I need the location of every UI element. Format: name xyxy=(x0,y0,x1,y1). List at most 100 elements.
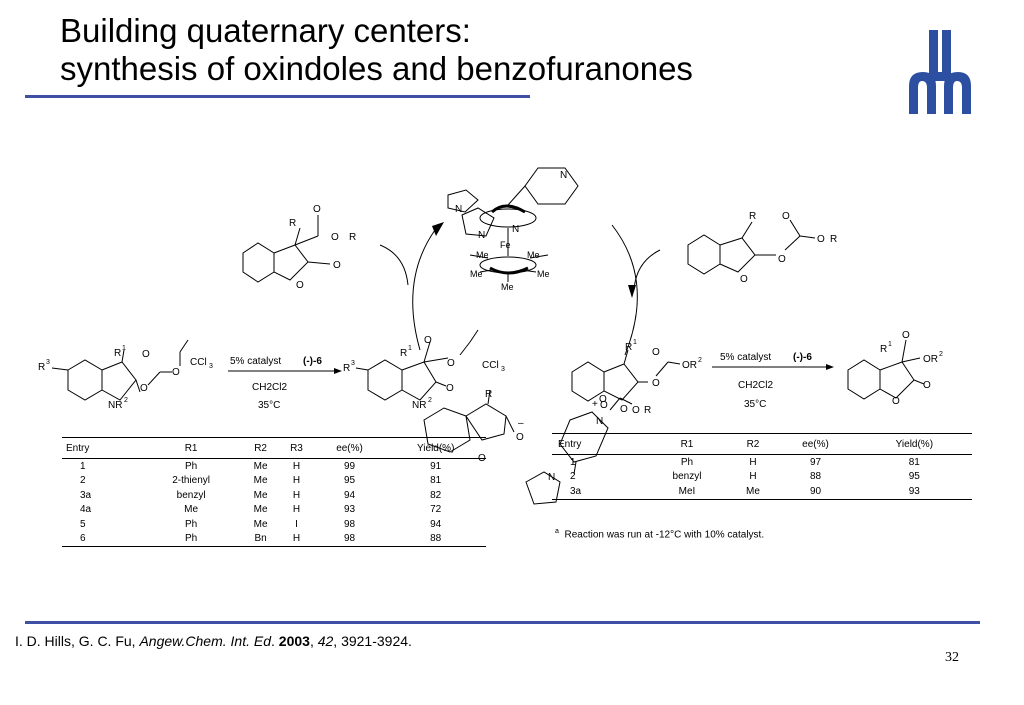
table-cell: 95 xyxy=(908,471,920,483)
svg-text:O: O xyxy=(142,349,150,360)
svg-text:OR: OR xyxy=(682,360,697,371)
table-cell: Ph xyxy=(680,456,694,468)
table-cell: H xyxy=(279,531,314,547)
svg-text:O: O xyxy=(778,254,786,265)
svg-text:O: O xyxy=(620,404,628,415)
svg-text:O: O xyxy=(740,274,748,285)
svg-text:R: R xyxy=(749,211,756,222)
table-cell: Bn xyxy=(241,531,280,547)
table-cell: 4a xyxy=(80,504,92,516)
table-cell: H xyxy=(749,456,757,468)
table-cell: 72 xyxy=(430,504,442,516)
svg-text:O: O xyxy=(923,380,931,391)
svg-text:2: 2 xyxy=(428,397,432,404)
svg-text:O: O xyxy=(892,396,900,407)
table-cell: Me xyxy=(253,518,268,530)
table-cell: I xyxy=(295,518,298,530)
table-cell: 3a xyxy=(552,484,643,500)
svg-text:N: N xyxy=(560,170,567,181)
table-cell: 81 xyxy=(908,456,920,468)
table-header: R1 xyxy=(642,433,732,455)
table-cell: 2-thienyl xyxy=(172,475,210,487)
table-row: 2 2-thienyl Me H 95 81 xyxy=(62,474,486,489)
table-cell: 97 xyxy=(809,456,822,468)
svg-text:1: 1 xyxy=(633,339,637,346)
footnote-marker: a xyxy=(555,528,559,535)
catalyst-structure xyxy=(447,167,579,282)
left-temperature: 35°C xyxy=(258,400,280,411)
svg-text:O: O xyxy=(331,232,339,243)
svg-text:3: 3 xyxy=(501,366,505,373)
svg-text:O: O xyxy=(446,383,454,394)
svg-text:O: O xyxy=(313,204,321,215)
svg-text:Me: Me xyxy=(527,250,540,260)
svg-text:O: O xyxy=(599,394,607,405)
citation-year: 2003 xyxy=(278,633,310,649)
table-cell: 93 xyxy=(343,504,356,516)
svg-text:O: O xyxy=(424,335,432,346)
table-cell: H xyxy=(292,475,301,487)
table-header: R1 xyxy=(140,437,242,459)
svg-text:R: R xyxy=(400,348,407,359)
svg-text:–: – xyxy=(518,418,524,429)
svg-text:O: O xyxy=(782,211,790,222)
svg-text:2: 2 xyxy=(939,351,943,358)
svg-text:R: R xyxy=(343,363,350,374)
svg-text:N: N xyxy=(455,204,462,215)
table-cell: 90 xyxy=(774,484,857,500)
table-cell: 2 xyxy=(570,471,576,483)
title-line-2: synthesis of oxindoles and benzofuranone… xyxy=(60,50,693,87)
left-substrate-structure xyxy=(51,339,189,401)
citation-volume: 42 xyxy=(317,633,334,649)
table-cell: 94 xyxy=(343,489,356,501)
citation: I. D. Hills, G. C. Fu, Angew.Chem. Int. … xyxy=(15,633,412,649)
table-cell: benzyl xyxy=(672,471,702,483)
citation-authors: I. D. Hills, G. C. Fu, xyxy=(15,633,136,649)
svg-text:O: O xyxy=(902,330,910,341)
table-cell: Ph xyxy=(184,460,198,472)
svg-text:N: N xyxy=(596,416,603,427)
svg-text:R: R xyxy=(38,362,45,373)
table-header: ee(%) xyxy=(313,437,386,459)
svg-text:O: O xyxy=(172,367,180,378)
svg-text:O: O xyxy=(652,347,660,358)
table-cell: Me xyxy=(253,475,268,487)
svg-text:CCl: CCl xyxy=(482,360,499,371)
svg-text:2: 2 xyxy=(698,357,702,364)
table-header: Yield(%) xyxy=(385,437,486,459)
table-header: Entry xyxy=(552,433,643,455)
table-cell: 82 xyxy=(430,489,442,501)
title-line-1: Building quaternary centers: xyxy=(60,12,471,49)
right-solvent: CH2Cl2 xyxy=(738,380,773,391)
university-logo xyxy=(909,30,971,114)
svg-text:O: O xyxy=(140,383,148,394)
table-cell: 6 xyxy=(62,531,141,547)
table-cell: H xyxy=(749,471,757,483)
svg-text:O: O xyxy=(333,260,341,271)
table-header: Yield(%) xyxy=(856,433,972,455)
svg-text:3: 3 xyxy=(209,363,213,370)
svg-text:N: N xyxy=(512,224,519,235)
svg-text:R: R xyxy=(289,218,296,229)
footer-rule xyxy=(25,621,980,624)
right-substrate-structure xyxy=(571,349,681,402)
svg-text:O: O xyxy=(817,234,825,245)
right-temperature: 35°C xyxy=(744,399,766,410)
svg-text:R: R xyxy=(114,348,121,359)
top-right-substrate-structure xyxy=(687,219,816,275)
table-cell: benzyl xyxy=(176,489,206,501)
table-header: ee(%) xyxy=(774,433,857,455)
table-cell: 1 xyxy=(80,460,86,472)
table-cell: 81 xyxy=(430,475,442,487)
slide-title: Building quaternary centers: synthesis o… xyxy=(60,12,693,88)
table-cell: 2 xyxy=(80,475,86,487)
page-number: 32 xyxy=(945,650,959,665)
table-cell: 95 xyxy=(343,475,356,487)
svg-text:O: O xyxy=(447,358,455,369)
table-footnote: a Reaction was run at -12°C with 10% cat… xyxy=(555,528,764,540)
